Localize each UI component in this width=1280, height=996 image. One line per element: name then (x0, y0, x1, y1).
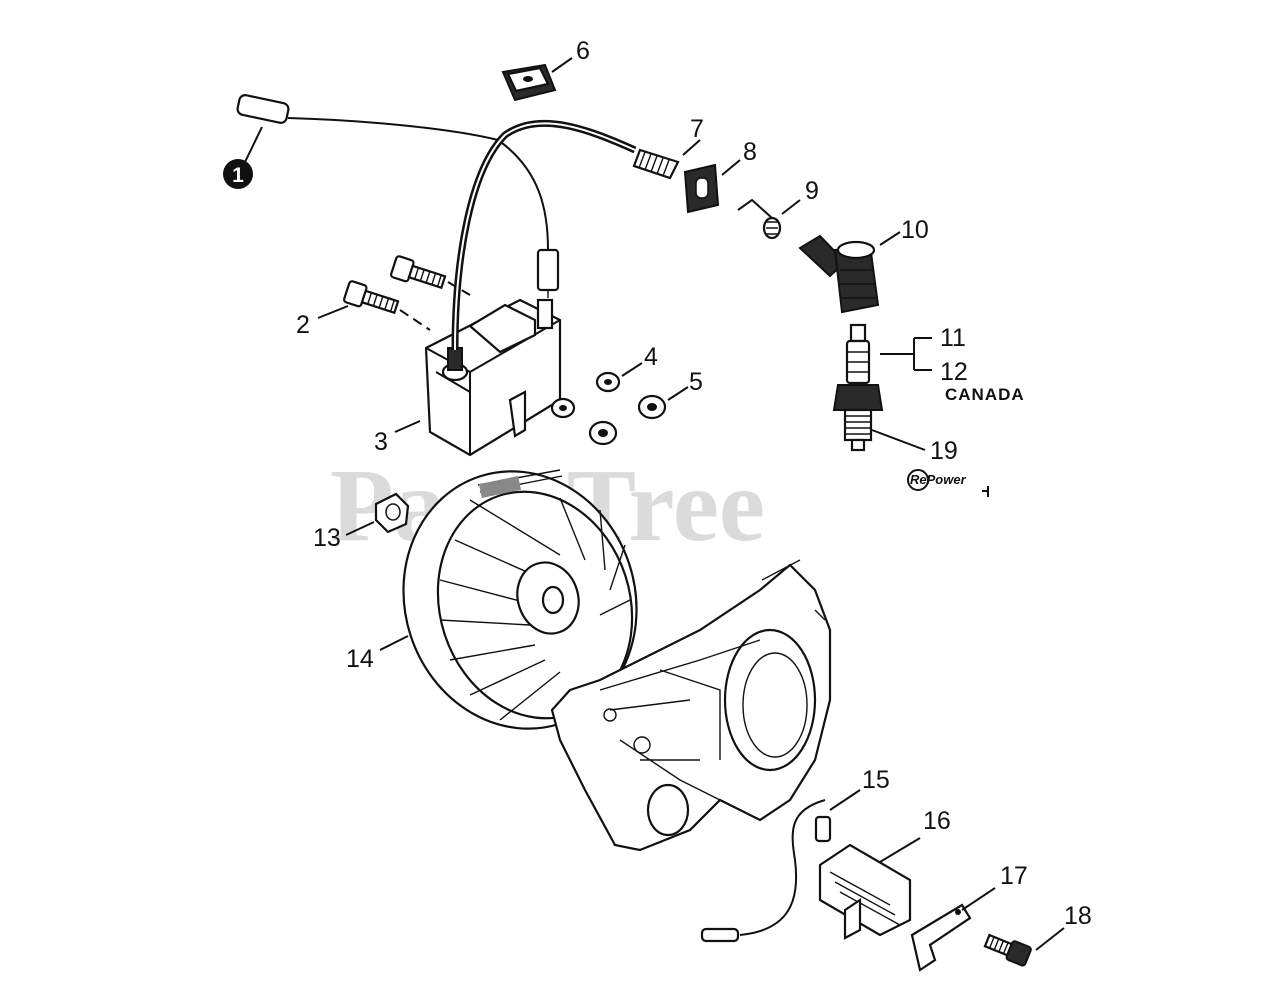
callout-10-label: 10 (901, 216, 929, 244)
callout-18[interactable]: 18 (1035, 902, 1092, 951)
callout-12-region-note: CANADA (945, 385, 1025, 404)
callout-15[interactable]: 15 (829, 766, 890, 811)
callout-8[interactable]: 8 (721, 138, 757, 176)
part-3-ignition-coil[interactable] (424, 119, 637, 457)
repower-logo: RePower (907, 469, 989, 497)
callout-5-label: 5 (689, 368, 703, 396)
callout-19[interactable]: 19 (871, 429, 958, 465)
part-6-grommet[interactable] (501, 63, 557, 102)
callout-7[interactable]: 7 (682, 115, 704, 156)
part-9-spring-clip[interactable] (737, 198, 782, 240)
callout-19-label: 19 (930, 437, 958, 465)
callout-13-label: 13 (313, 524, 341, 552)
callout-6[interactable]: 6 (551, 37, 590, 73)
part-4-washers[interactable] (550, 371, 621, 419)
callout-10[interactable]: 10 (879, 216, 929, 246)
callout-3-label: 3 (374, 428, 388, 456)
part-18-screw[interactable] (983, 931, 1032, 967)
callout-17-label: 17 (1000, 862, 1028, 890)
callout-14[interactable]: 14 (346, 635, 409, 673)
callout-9[interactable]: 9 (781, 177, 819, 215)
part-13-nut[interactable] (374, 492, 410, 534)
part-7-spring[interactable] (632, 148, 680, 180)
callout-17[interactable]: 17 (961, 862, 1028, 911)
part-1-lead-wire[interactable] (236, 94, 560, 298)
part-11-spark-plug[interactable] (832, 323, 884, 452)
part-17-plate[interactable] (910, 903, 972, 972)
part-15-ground-wire[interactable] (700, 799, 832, 943)
callout-4-label: 4 (644, 343, 658, 371)
callout-2-label: 2 (296, 311, 310, 339)
callout-15-label: 15 (862, 766, 890, 794)
part-16-switch-bracket[interactable] (818, 843, 912, 940)
callout-1-label: 1 (232, 164, 244, 187)
repower-logo-text: RePower (910, 472, 967, 487)
callout-3[interactable]: 3 (374, 420, 421, 456)
callout-7-label: 7 (690, 115, 704, 143)
part-5-grommets[interactable] (588, 394, 667, 446)
callout-6-label: 6 (576, 37, 590, 65)
callout-12[interactable]: 12 CANADA (940, 358, 1025, 404)
callout-16-label: 16 (923, 807, 951, 835)
callout-14-label: 14 (346, 645, 374, 673)
part-8-clamp[interactable] (683, 163, 720, 214)
callout-2[interactable]: 2 (296, 305, 349, 339)
crankcase-housing (550, 559, 832, 852)
part-2-screws[interactable] (343, 255, 471, 331)
callout-12-label: 12 (940, 358, 968, 386)
callout-13[interactable]: 13 (313, 521, 375, 552)
callout-9-label: 9 (805, 177, 819, 205)
callout-4[interactable]: 4 (621, 343, 658, 377)
part-10-plug-boot[interactable] (798, 234, 880, 314)
callout-5[interactable]: 5 (667, 368, 703, 401)
callout-11[interactable]: 11 (940, 324, 966, 352)
callout-11-12-bracket (880, 337, 932, 371)
callout-1[interactable]: 1 (223, 126, 263, 189)
callout-8-label: 8 (743, 138, 757, 166)
callout-11-label: 11 (940, 324, 966, 352)
callout-16[interactable]: 16 (879, 807, 951, 863)
callout-18-label: 18 (1064, 902, 1092, 930)
